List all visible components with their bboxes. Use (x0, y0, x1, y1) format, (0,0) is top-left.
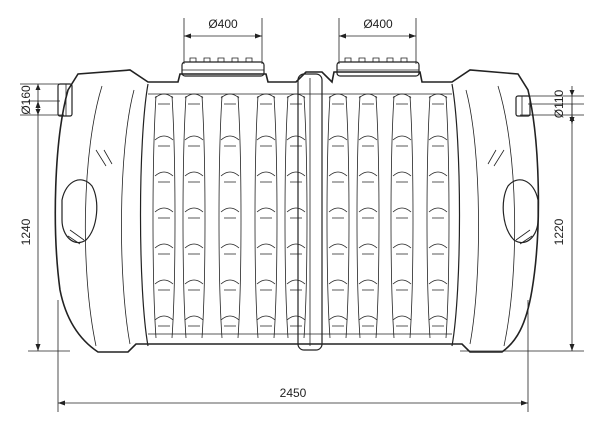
rib-segment (358, 135, 378, 147)
rib-outline (356, 95, 380, 339)
rib-segment (184, 207, 204, 219)
rib-segment (286, 279, 306, 291)
rib-segment (392, 207, 412, 219)
rib-segment (358, 279, 378, 291)
rib-segment (428, 171, 448, 183)
rib-segment (220, 135, 240, 147)
dimension-height-right: 1220 (460, 103, 584, 352)
rib-segment (184, 279, 204, 291)
rib-segment (220, 279, 240, 291)
rib-outline (254, 95, 278, 339)
dimension-length: 2450 (57, 300, 529, 412)
rib-segment (184, 315, 204, 327)
rib-segment (328, 243, 348, 255)
rib-segment (154, 207, 174, 219)
rib-segment (154, 315, 174, 327)
rib-segment (428, 243, 448, 255)
rib-segment (154, 93, 174, 105)
rib-segment (220, 315, 240, 327)
rib-segment (328, 171, 348, 183)
rib-segment (428, 135, 448, 147)
rib-segment (220, 207, 240, 219)
rib-segment (184, 171, 204, 183)
rib-segment (392, 93, 412, 105)
rib-segment (358, 243, 378, 255)
rib-segment (220, 171, 240, 183)
rib-segment (358, 315, 378, 327)
rib-outline (182, 95, 206, 339)
rib-outline (326, 95, 350, 339)
rib-segment (256, 243, 276, 255)
rib-segment (286, 315, 306, 327)
rib-segment (428, 93, 448, 105)
dimension-manhole-right: Ø400 (338, 17, 417, 64)
rib-segment (286, 243, 306, 255)
rib-segment (256, 135, 276, 147)
rib-segment (286, 171, 306, 183)
rib-segment (328, 207, 348, 219)
rib-segment (184, 135, 204, 147)
rib-segment (256, 315, 276, 327)
manhole-right (336, 57, 420, 77)
rib-segment (220, 243, 240, 255)
rib-outline (390, 95, 414, 339)
rib-segment (358, 171, 378, 183)
left-end-recess (61, 149, 113, 245)
rib-outline (284, 95, 308, 339)
rib-segment (392, 315, 412, 327)
rib-segment (428, 207, 448, 219)
rib-segment (256, 93, 276, 105)
rib-segment (286, 135, 306, 147)
outlet-pipe (515, 95, 531, 117)
rib-outline (218, 95, 242, 339)
manhole-right-label: Ø400 (363, 17, 393, 31)
rib-segment (154, 243, 174, 255)
rib-segment (154, 171, 174, 183)
rib-segment (184, 243, 204, 255)
manhole-left-label: Ø400 (208, 17, 238, 31)
rib-segment (392, 243, 412, 255)
rib-segment (256, 279, 276, 291)
dimension-height-left: 1240 (19, 100, 70, 352)
rib-segment (154, 279, 174, 291)
manhole-left (181, 57, 265, 77)
rib-segment (428, 279, 448, 291)
rib-segment (328, 93, 348, 105)
rib-segment (428, 315, 448, 327)
rib-segment (286, 93, 306, 105)
tank-body (54, 69, 540, 353)
rib-segment (392, 135, 412, 147)
dimension-inlet: Ø160 (19, 83, 64, 116)
rib-segment (256, 171, 276, 183)
right-end-recess (487, 149, 539, 245)
length-label: 2450 (280, 386, 307, 400)
dimension-manhole-left: Ø400 (183, 17, 263, 64)
inlet-diameter-label: Ø160 (19, 85, 33, 115)
rib-segment (328, 135, 348, 147)
rib-segment (358, 207, 378, 219)
height-left-label: 1240 (19, 218, 33, 245)
inlet-pipe (57, 83, 73, 117)
rib-segment (392, 171, 412, 183)
rib-segment (154, 135, 174, 147)
rib-segment (328, 279, 348, 291)
rib-outline (152, 95, 176, 339)
rib-segment (392, 279, 412, 291)
tank-ribs (152, 93, 450, 339)
rib-segment (328, 315, 348, 327)
height-right-label: 1220 (552, 218, 566, 245)
rib-segment (286, 207, 306, 219)
rib-segment (220, 93, 240, 105)
rib-segment (358, 93, 378, 105)
rib-segment (184, 93, 204, 105)
rib-segment (256, 207, 276, 219)
rib-outline (426, 95, 450, 339)
